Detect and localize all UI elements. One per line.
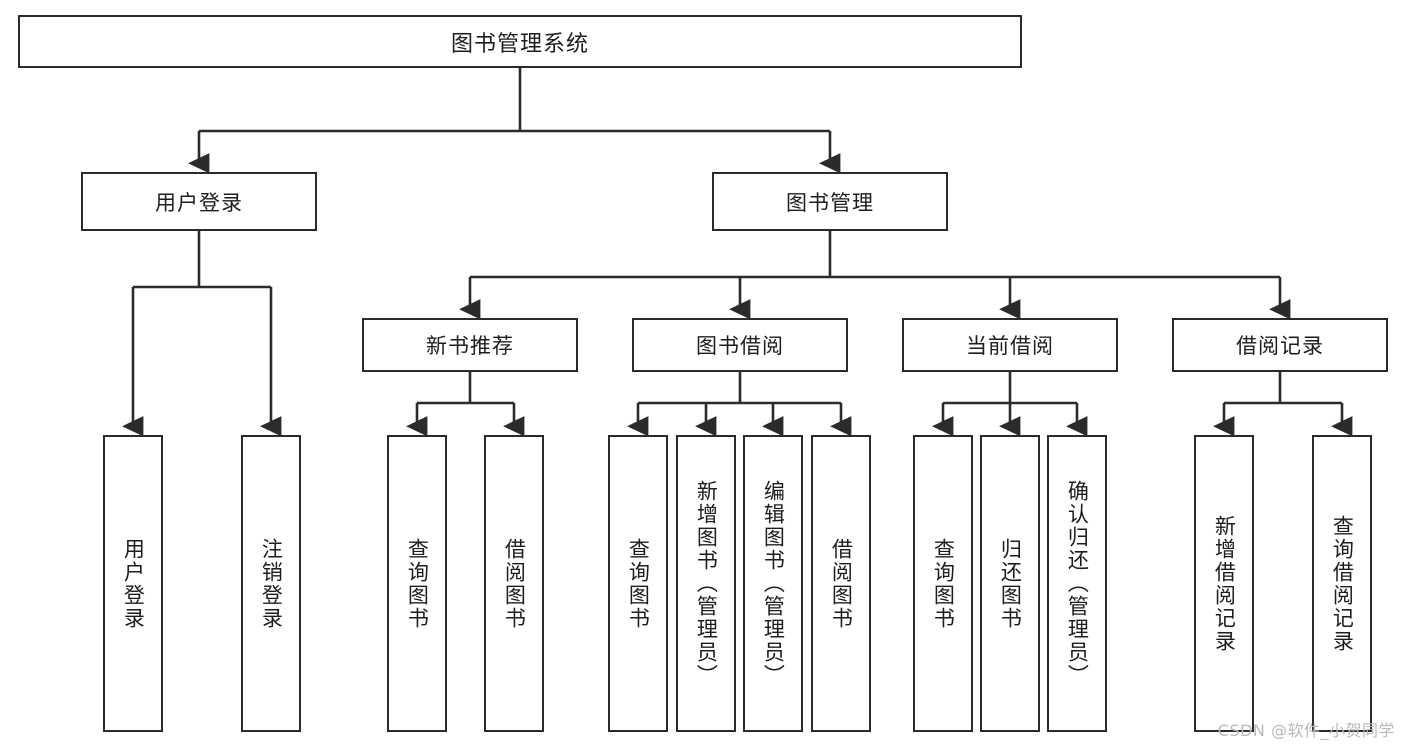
node-label: 借阅记录: [1236, 334, 1324, 358]
leaf-new-book-borrow[interactable]: 借阅图书: [484, 435, 544, 732]
node-label: 用户登录: [121, 537, 146, 630]
leaf-borrow-edit-book[interactable]: 编辑图书（管理员）: [743, 435, 803, 732]
node-user-login[interactable]: 用户登录: [81, 172, 317, 231]
node-label: 新增图书（管理员）: [694, 480, 719, 687]
leaf-record-add[interactable]: 新增借阅记录: [1194, 435, 1254, 732]
node-label: 当前借阅: [966, 334, 1054, 358]
node-label: 新增借阅记录: [1212, 514, 1237, 653]
node-new-book-recommend[interactable]: 新书推荐: [362, 318, 578, 372]
node-label: 借阅图书: [829, 537, 854, 630]
node-label: 归还图书: [998, 537, 1023, 630]
leaf-borrow-add-book[interactable]: 新增图书（管理员）: [676, 435, 736, 732]
node-label: 图书管理: [786, 190, 874, 215]
node-label: 用户登录: [155, 190, 243, 215]
node-borrow-record[interactable]: 借阅记录: [1172, 318, 1388, 372]
node-label: 图书管理系统: [450, 31, 589, 57]
leaf-record-query[interactable]: 查询借阅记录: [1312, 435, 1372, 732]
leaf-new-book-query[interactable]: 查询图书: [387, 435, 447, 732]
node-root-system[interactable]: 图书管理系统: [18, 15, 1022, 68]
leaf-borrow-query-book[interactable]: 查询图书: [608, 435, 668, 732]
csdn-watermark: CSDN @软件_小贺同学: [1217, 721, 1395, 740]
leaf-user-login-signout[interactable]: 注销登录: [241, 435, 301, 732]
node-label: 查询图书: [405, 537, 430, 630]
leaf-current-query-book[interactable]: 查询图书: [913, 435, 973, 732]
node-label: 新书推荐: [426, 334, 514, 358]
leaf-user-login-signin[interactable]: 用户登录: [103, 435, 163, 732]
node-book-management[interactable]: 图书管理: [712, 172, 948, 231]
leaf-current-confirm-return[interactable]: 确认归还（管理员）: [1047, 435, 1107, 732]
node-label: 查询图书: [626, 537, 651, 630]
node-label: 查询图书: [931, 537, 956, 630]
leaf-current-return-book[interactable]: 归还图书: [980, 435, 1040, 732]
leaf-borrow-borrow-book[interactable]: 借阅图书: [811, 435, 871, 732]
node-label: 图书借阅: [696, 334, 784, 358]
node-book-borrow[interactable]: 图书借阅: [632, 318, 848, 372]
node-label: 查询借阅记录: [1330, 514, 1355, 653]
node-current-borrow[interactable]: 当前借阅: [902, 318, 1118, 372]
node-label: 确认归还（管理员）: [1065, 480, 1090, 687]
node-label: 注销登录: [259, 537, 284, 630]
node-label: 借阅图书: [502, 537, 527, 630]
node-label: 编辑图书（管理员）: [761, 480, 786, 687]
